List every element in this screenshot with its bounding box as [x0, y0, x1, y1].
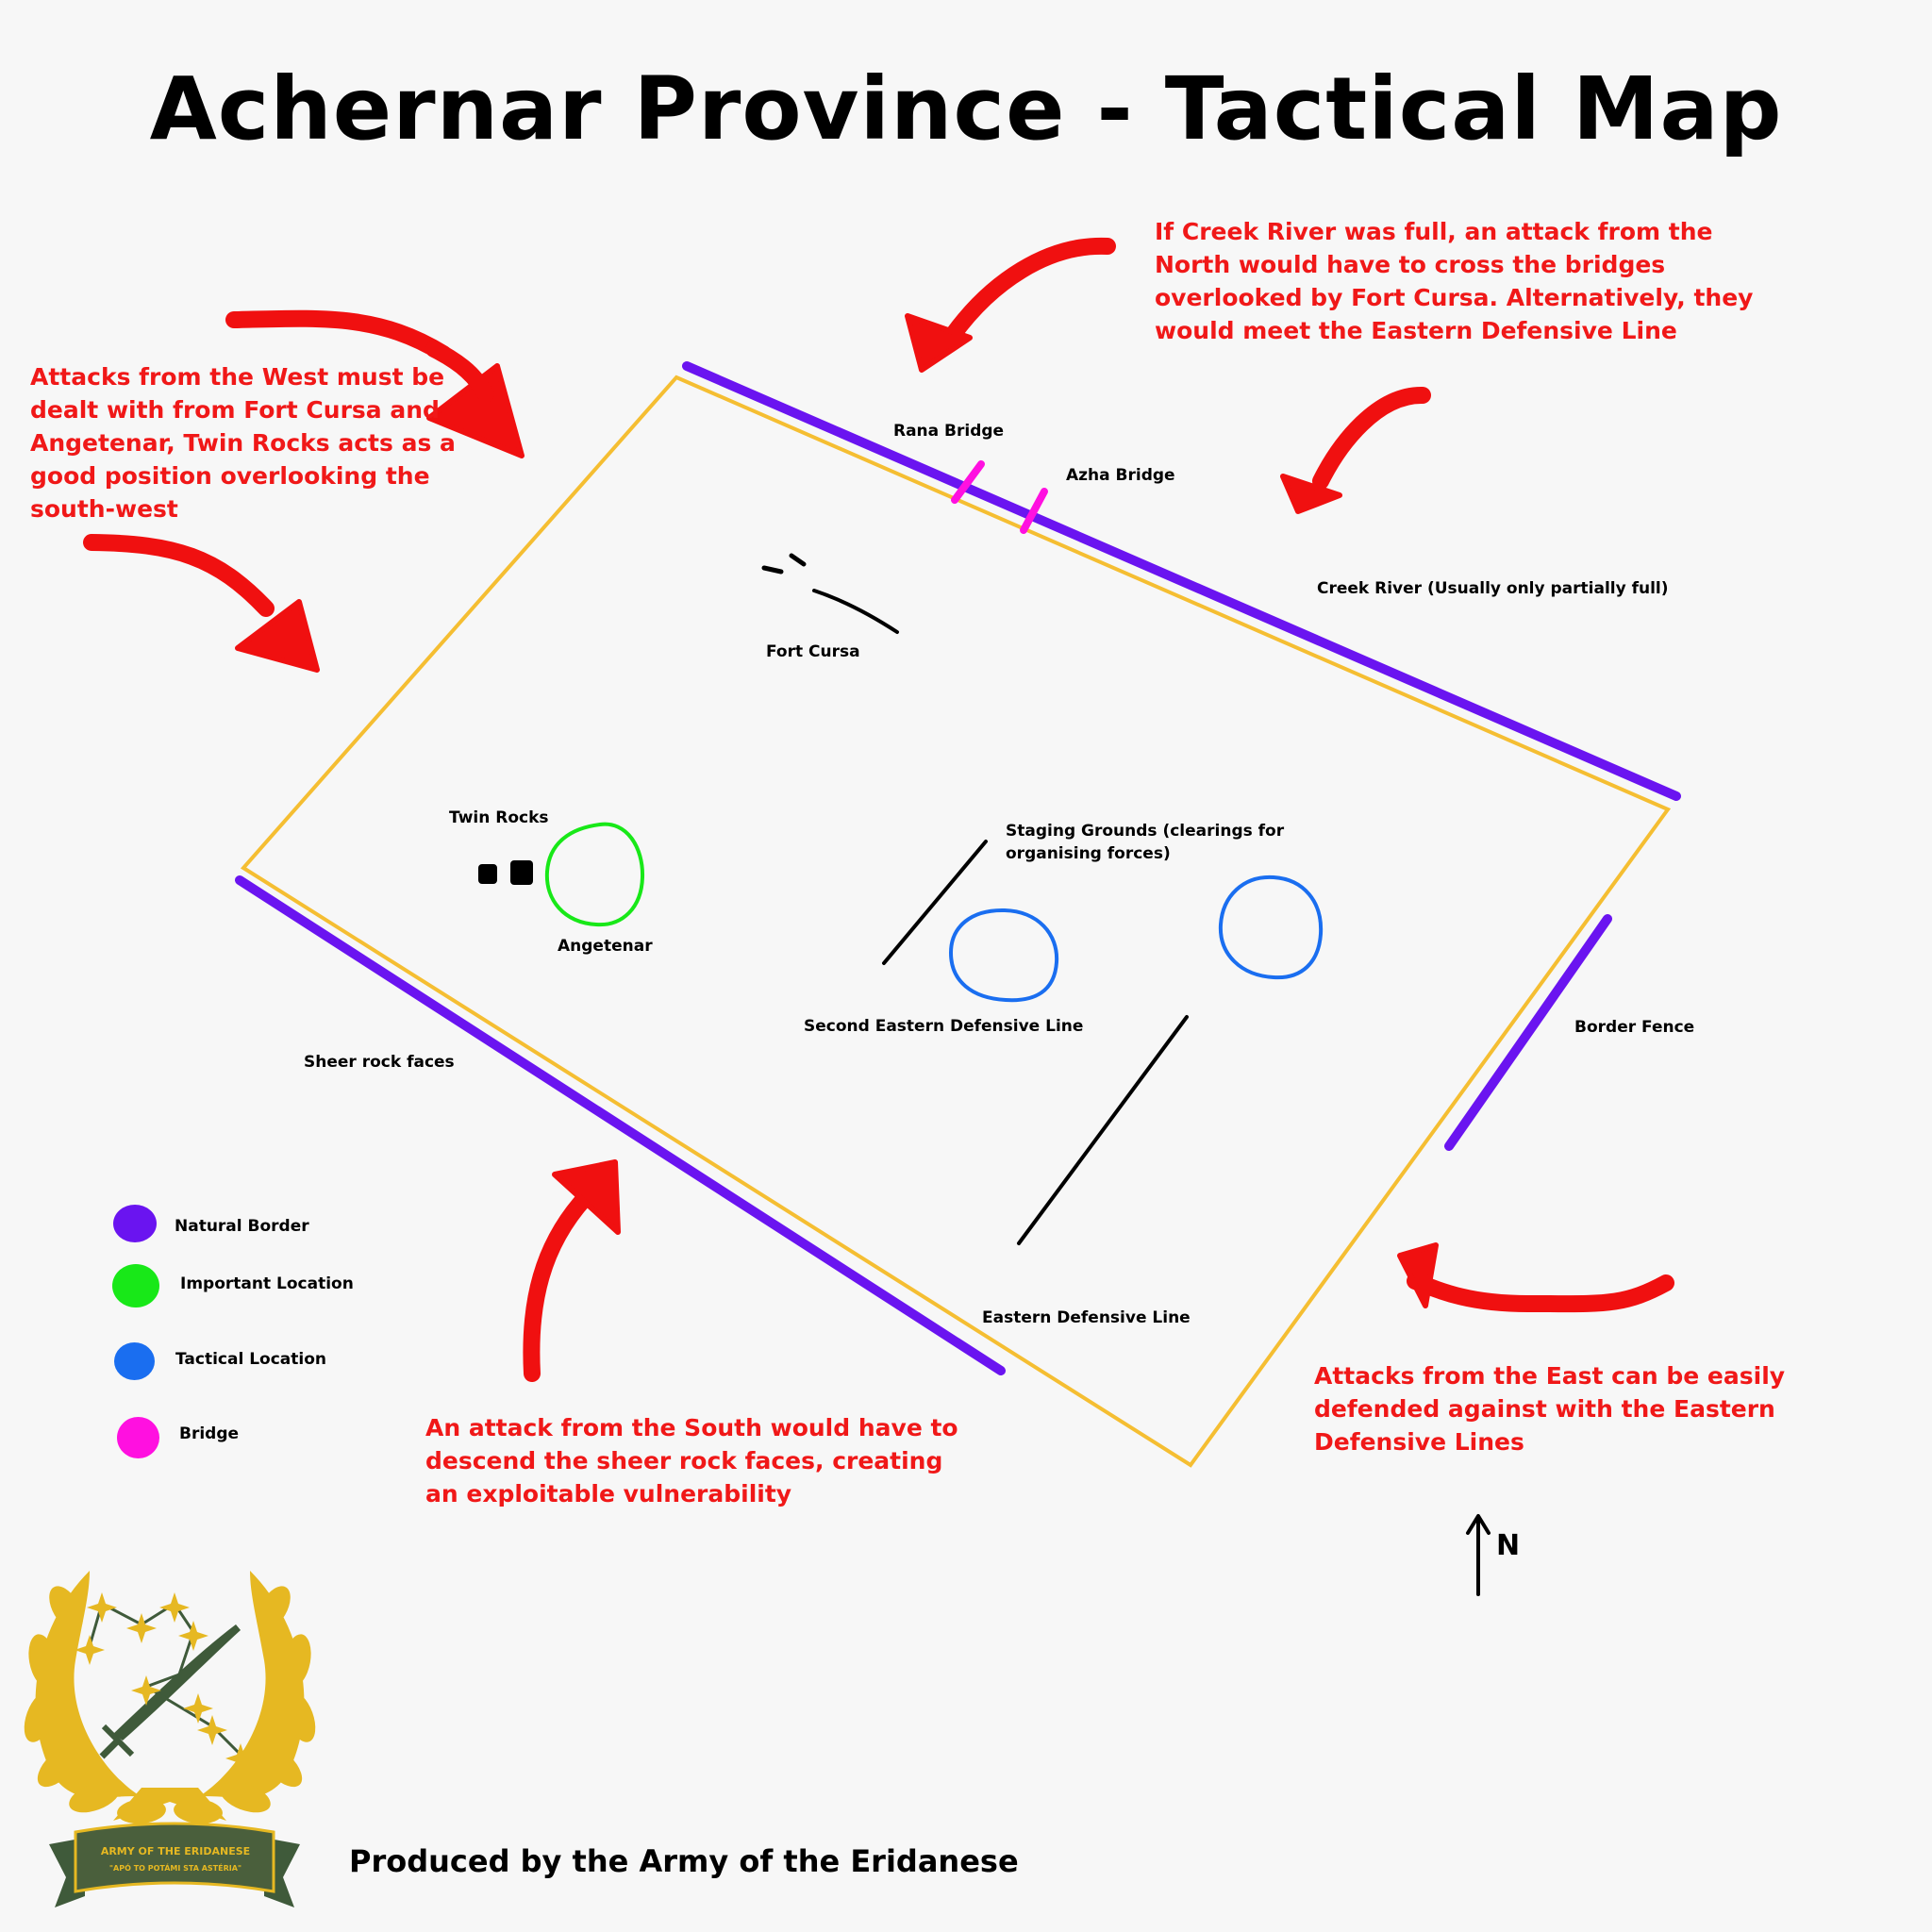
north-arrow-head: [1466, 1514, 1491, 1535]
emblem-banner-text: ARMY OF THE ERIDANESE: [100, 1845, 251, 1857]
tactical-location-circle: [948, 908, 1059, 1003]
label-north: N: [1496, 1529, 1521, 1562]
label-fort-cursa: Fort Cursa: [766, 642, 860, 661]
arrow-north-right-head: [1280, 474, 1342, 514]
arrow-west-lower-head: [235, 599, 320, 673]
angetenar-circle: [544, 822, 645, 927]
province-outline: [240, 375, 1672, 1468]
label-staging-grounds: Staging Grounds (clearings for organisin…: [1006, 822, 1285, 863]
twin-rock: [478, 864, 497, 884]
legend-label: Natural Border: [175, 1217, 309, 1236]
legend-swatch-natural-border: [113, 1205, 157, 1242]
label-angetenar: Angetenar: [558, 937, 653, 956]
label-creek-river: Creek River (Usually only partially full…: [1317, 579, 1669, 598]
second-eastern-defensive-line: [882, 840, 988, 965]
label-twin-rocks: Twin Rocks: [449, 808, 549, 827]
eastern-defensive-line: [1017, 1015, 1189, 1245]
border-fence: [1444, 914, 1612, 1151]
emblem-motto: "APÓ TO POTÁMI STA ASTÉRIA": [108, 1864, 242, 1873]
label-rana-bridge: Rana Bridge: [893, 422, 1005, 441]
legend-swatch-important-location: [112, 1264, 159, 1307]
arrow-east: [1407, 1273, 1674, 1313]
arrow-north-left-head: [905, 313, 973, 373]
legend-label: Tactical Location: [175, 1350, 326, 1369]
arrow-west-lower: [83, 534, 275, 617]
azha-bridge: [1020, 488, 1048, 534]
credit-line: Produced by the Army of the Eridanese: [349, 1843, 1019, 1879]
legend-swatch-tactical-location: [114, 1342, 155, 1380]
fort-cursa-wall: [812, 589, 899, 634]
label-second-eastern-line: Second Eastern Defensive Line: [804, 1017, 1084, 1036]
legend-label: Bridge: [179, 1424, 240, 1443]
arrow-north-left: [944, 237, 1116, 343]
note-west-attacks: Attacks from the West must be dealt with…: [30, 363, 456, 523]
note-north-attacks: If Creek River was full, an attack from …: [1155, 218, 1754, 344]
arrow-north-right: [1312, 386, 1431, 490]
sheer-rock-border: [235, 875, 1006, 1375]
legend-swatch-bridge: [117, 1417, 159, 1458]
arrow-east-head: [1397, 1242, 1439, 1308]
legend-label: Important Location: [180, 1274, 354, 1293]
attack-arrows: [83, 237, 1674, 1382]
label-sheer-rock: Sheer rock faces: [304, 1053, 455, 1072]
fort-cursa-mark: [761, 565, 784, 575]
fort-cursa-mark: [789, 553, 807, 567]
label-border-fence: Border Fence: [1574, 1018, 1695, 1037]
arrow-south-head: [552, 1159, 621, 1235]
note-south-attacks: An attack from the South would have to d…: [425, 1414, 958, 1507]
note-east-attacks: Attacks from the East can be easily defe…: [1314, 1362, 1786, 1456]
rana-bridge: [951, 460, 985, 504]
arrow-west-upper-shaft: [425, 341, 494, 403]
label-azha-bridge: Azha Bridge: [1066, 466, 1175, 485]
arrow-west-upper-head: [426, 363, 525, 458]
tactical-location-circle: [1218, 874, 1324, 980]
map-title: Achernar Province - Tactical Map: [149, 58, 1783, 159]
arrow-west-upper: [225, 309, 452, 362]
label-eastern-line: Eastern Defensive Line: [982, 1308, 1191, 1327]
creek-river-border: [682, 361, 1681, 801]
twin-rock: [510, 860, 533, 885]
arrow-south: [523, 1190, 593, 1382]
